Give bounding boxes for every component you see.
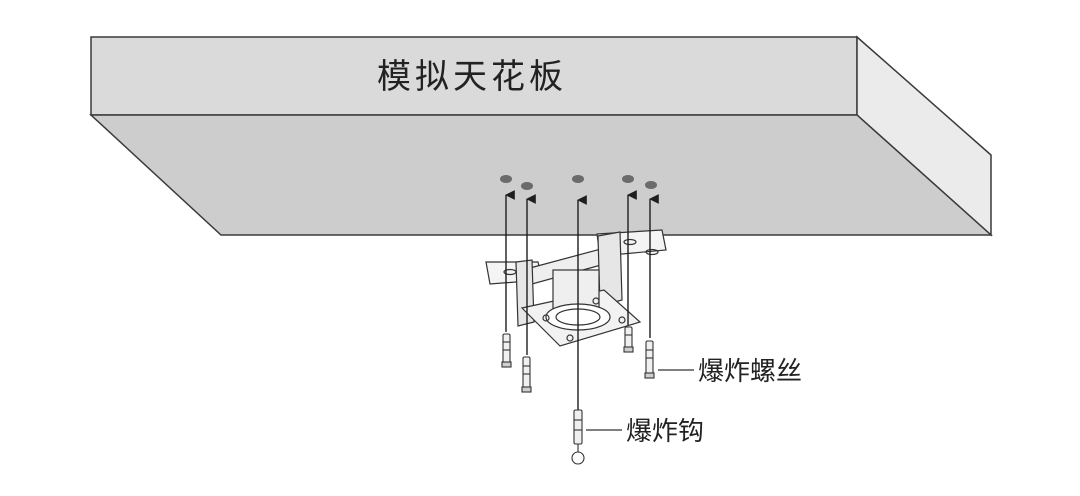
expansion-screw: [501, 333, 512, 368]
flange-slot: [623, 238, 637, 246]
flange-slot: [645, 248, 659, 256]
base-bolt: [542, 314, 550, 322]
expansion-hook: [571, 409, 585, 465]
drill-hole: [521, 182, 533, 190]
drill-holes: [500, 175, 657, 190]
drill-hole: [622, 175, 634, 183]
screw-label: 爆炸螺丝: [698, 357, 802, 387]
screw-callout: 爆炸螺丝: [658, 357, 802, 387]
expansion-screws: [501, 326, 655, 393]
expansion-screw: [623, 326, 634, 353]
hook-callout: 爆炸钩: [586, 417, 704, 447]
ceiling-label: 模拟天花板: [377, 57, 567, 97]
ceiling-slab: 模拟天花板: [89, 35, 993, 237]
install-arrows: [505, 190, 659, 420]
flange-slot: [503, 268, 517, 276]
drill-hole: [500, 175, 512, 183]
expansion-screw: [521, 356, 532, 393]
ceiling-bottom-face: [89, 114, 993, 236]
base-bolt: [618, 316, 626, 324]
base-bolt: [566, 334, 574, 342]
expansion-screw: [644, 340, 655, 379]
hook-label: 爆炸钩: [626, 417, 704, 447]
mounting-bracket: [485, 229, 667, 347]
base-bolt: [592, 297, 600, 305]
drill-hole: [645, 181, 657, 189]
drill-hole: [572, 175, 584, 183]
